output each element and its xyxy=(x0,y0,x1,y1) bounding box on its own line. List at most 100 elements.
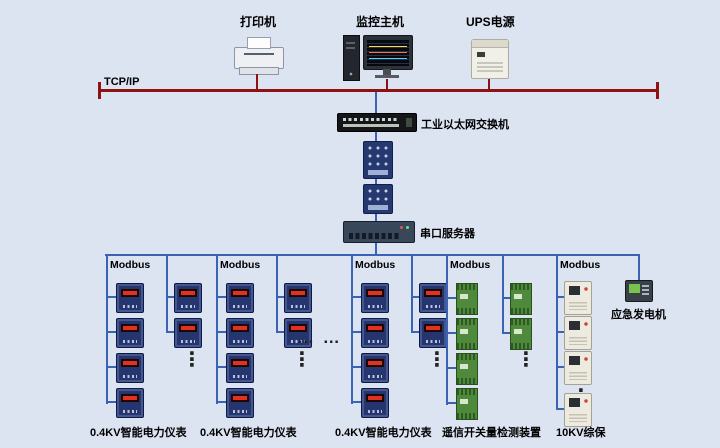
device-stub-line xyxy=(558,331,564,333)
power-meter-icon xyxy=(419,318,447,348)
io-module-icon xyxy=(456,388,478,420)
branch-subtrunk-line xyxy=(502,254,504,334)
branch-device-label: 遥信开关量检测装置 xyxy=(442,427,541,439)
device-stub-line xyxy=(218,331,226,333)
branch-trunk-line xyxy=(351,254,353,404)
branch-device-label: 0.4KV智能电力仪表 xyxy=(90,427,187,439)
tcpip-right-endcap xyxy=(656,82,659,99)
power-meter-icon xyxy=(116,388,144,418)
printer-uplink-line xyxy=(256,74,258,90)
io-module-icon xyxy=(456,318,478,350)
more-devices-ellipsis: ⋮ xyxy=(182,349,202,371)
backbone-link-2 xyxy=(375,132,377,141)
device-stub-line xyxy=(353,296,361,298)
more-devices-ellipsis: ⋮ xyxy=(292,349,312,371)
branch-trunk-line xyxy=(216,254,218,404)
io-module-icon xyxy=(510,283,532,315)
power-meter-icon xyxy=(361,318,389,348)
power-meter-icon xyxy=(361,388,389,418)
host-label: 监控主机 xyxy=(356,15,405,29)
device-stub-line xyxy=(278,296,284,298)
branch-device-label: 10KV综保 xyxy=(556,427,606,439)
protection-relay-icon xyxy=(564,351,592,385)
branch-device-label: 0.4KV智能电力仪表 xyxy=(335,427,432,439)
power-meter-icon xyxy=(174,318,202,348)
protection-relay-icon xyxy=(564,281,592,315)
modbus-label: Modbus xyxy=(560,259,601,271)
io-module-icon xyxy=(456,283,478,315)
generator-drop-line xyxy=(638,254,640,280)
device-stub-line xyxy=(504,297,510,299)
printer-label: 打印机 xyxy=(240,15,277,29)
io-module-icon xyxy=(456,353,478,385)
power-meter-icon xyxy=(419,283,447,313)
protection-relay-icon xyxy=(564,316,592,350)
device-stub-line xyxy=(448,402,456,404)
more-devices-ellipsis: ⋮ xyxy=(516,349,536,371)
tcpip-bus-line xyxy=(100,89,658,92)
device-stub-line xyxy=(168,296,174,298)
device-stub-line xyxy=(218,296,226,298)
branch-subtrunk-line xyxy=(166,254,168,333)
field-bus-line xyxy=(105,254,639,256)
branch-subtrunk-line xyxy=(411,254,413,333)
printer-icon xyxy=(234,37,284,75)
device-stub-line xyxy=(353,366,361,368)
host-uplink-line xyxy=(386,79,388,90)
device-stub-line xyxy=(448,332,456,334)
device-stub-line xyxy=(108,401,116,403)
branch-device-label: 0.4KV智能电力仪表 xyxy=(200,427,297,439)
tcpip-left-endcap xyxy=(98,82,101,99)
device-stub-line xyxy=(448,367,456,369)
device-stub-line xyxy=(108,296,116,298)
device-stub-line xyxy=(108,331,116,333)
host-monitor-icon xyxy=(363,35,413,78)
device-stub-line xyxy=(108,366,116,368)
power-meter-icon xyxy=(226,318,254,348)
device-stub-line xyxy=(558,366,564,368)
power-meter-icon xyxy=(226,283,254,313)
device-stub-line xyxy=(448,297,456,299)
backbone-link-1 xyxy=(375,92,377,113)
modbus-label: Modbus xyxy=(110,259,151,271)
power-meter-icon xyxy=(116,283,144,313)
generator-controller-icon xyxy=(625,280,653,302)
power-meter-icon xyxy=(226,353,254,383)
ethernet-switch-icon xyxy=(337,113,417,132)
device-stub-line xyxy=(218,401,226,403)
backbone-link-5 xyxy=(375,243,377,254)
host-computer-icon xyxy=(343,33,415,81)
device-stub-line xyxy=(353,331,361,333)
device-stub-line xyxy=(413,331,419,333)
continuation-ellipsis: … … xyxy=(297,328,342,347)
device-stub-line xyxy=(558,408,564,410)
backbone-link-4 xyxy=(375,214,377,221)
power-meter-icon xyxy=(361,283,389,313)
serial-server-icon xyxy=(343,221,415,243)
io-module-icon xyxy=(510,318,532,350)
power-meter-icon xyxy=(116,318,144,348)
backbone-link-3 xyxy=(375,179,377,184)
branch-trunk-line xyxy=(556,254,558,410)
media-converter-icon xyxy=(363,184,393,214)
power-meter-icon xyxy=(284,283,312,313)
device-stub-line xyxy=(413,296,419,298)
serial-server-label: 串口服务器 xyxy=(420,228,475,240)
host-screen xyxy=(367,39,409,66)
more-devices-ellipsis: ⋮ xyxy=(427,349,447,371)
branch-subtrunk-line xyxy=(276,254,278,333)
ups-label: UPS电源 xyxy=(466,15,515,29)
device-stub-line xyxy=(504,332,510,334)
ups-uplink-line xyxy=(488,79,490,90)
power-meter-icon xyxy=(284,318,312,348)
host-tower-icon xyxy=(343,35,360,81)
device-stub-line xyxy=(218,366,226,368)
branch-trunk-line xyxy=(446,254,448,405)
device-stub-line xyxy=(353,401,361,403)
device-stub-line xyxy=(278,331,284,333)
power-meter-icon xyxy=(361,353,389,383)
modbus-label: Modbus xyxy=(220,259,261,271)
power-meter-icon xyxy=(174,283,202,313)
tcpip-label: TCP/IP xyxy=(104,76,140,88)
